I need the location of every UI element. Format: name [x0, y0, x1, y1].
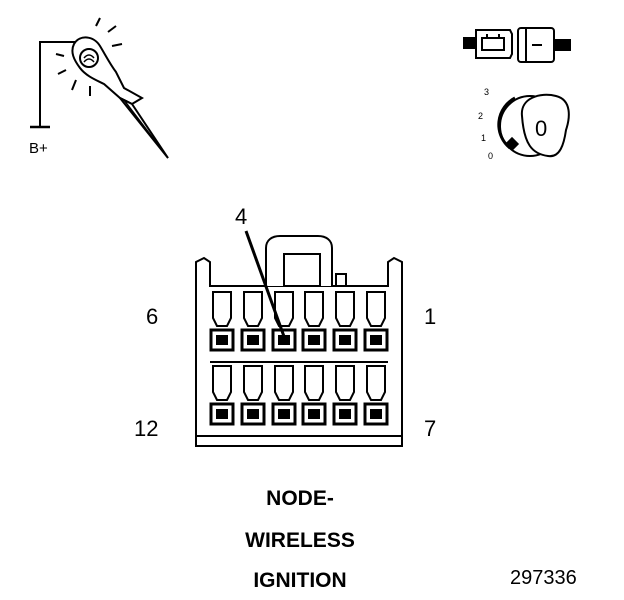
- pin-terminal-r2-c3: [278, 409, 290, 419]
- pin-cavity-r1-c3: [274, 291, 294, 327]
- supply-label: B+: [29, 140, 48, 157]
- test-light-icon: [30, 17, 169, 159]
- pin-terminal-r1-c6: [370, 335, 382, 345]
- pin-terminal-r1-c1: [216, 335, 228, 345]
- probe-pin-label: 4: [235, 204, 248, 229]
- pin-terminal-r2-c5: [339, 409, 351, 419]
- key-symbol: 0: [535, 116, 548, 141]
- pin-cavity-r1-c5: [335, 291, 355, 327]
- pin-terminal-r2-c6: [370, 409, 382, 419]
- pin-terminal-r1-c4: [308, 335, 320, 345]
- connector-latch-window: [283, 253, 321, 287]
- pin-4-pointer-line: [244, 230, 288, 343]
- ignition-position-3: 3: [484, 87, 490, 97]
- pin-terminal-r1-c5: [339, 335, 351, 345]
- connector-face: [195, 235, 403, 447]
- pin-terminal-r2-c2: [247, 409, 259, 419]
- pin-terminal-r2-c1: [216, 409, 228, 419]
- disconnected-connector-icon: [463, 27, 571, 63]
- ignition-position-2: 2: [478, 111, 484, 121]
- pin-terminal-r1-c2: [247, 335, 259, 345]
- ignition-position-1: 1: [481, 133, 487, 143]
- pin-terminal-r2-c4: [308, 409, 320, 419]
- pin-cavity-r1-c6: [366, 291, 386, 327]
- pin-label-top-left: 6: [146, 304, 159, 329]
- title-line-2: WIRELESS: [245, 529, 355, 552]
- title-line-1: NODE-: [266, 487, 334, 510]
- pin-label-top-right: 1: [424, 304, 437, 329]
- connector-latch-tab: [335, 273, 347, 287]
- reference-number: 297336: [510, 567, 577, 589]
- pin-cavity-r1-c4: [304, 291, 324, 327]
- pin-cavity-r1-c1: [212, 291, 232, 327]
- title-line-3: IGNITION: [253, 569, 347, 592]
- ignition-position-0: 0: [488, 151, 494, 161]
- pin-cavity-r2-c5: [335, 365, 355, 401]
- pin-cavity-r2-c3: [274, 365, 294, 401]
- pin-cavity-r2-c4: [304, 365, 324, 401]
- pin-cavity-r2-c1: [212, 365, 232, 401]
- pin-cavity-r2-c6: [366, 365, 386, 401]
- pin-cavity-r2-c2: [243, 365, 263, 401]
- pin-label-bottom-left: 12: [134, 416, 159, 441]
- pin-cavity-r1-c2: [243, 291, 263, 327]
- pin-label-bottom-right: 7: [424, 416, 437, 441]
- ignition-switch-icon: [497, 93, 570, 158]
